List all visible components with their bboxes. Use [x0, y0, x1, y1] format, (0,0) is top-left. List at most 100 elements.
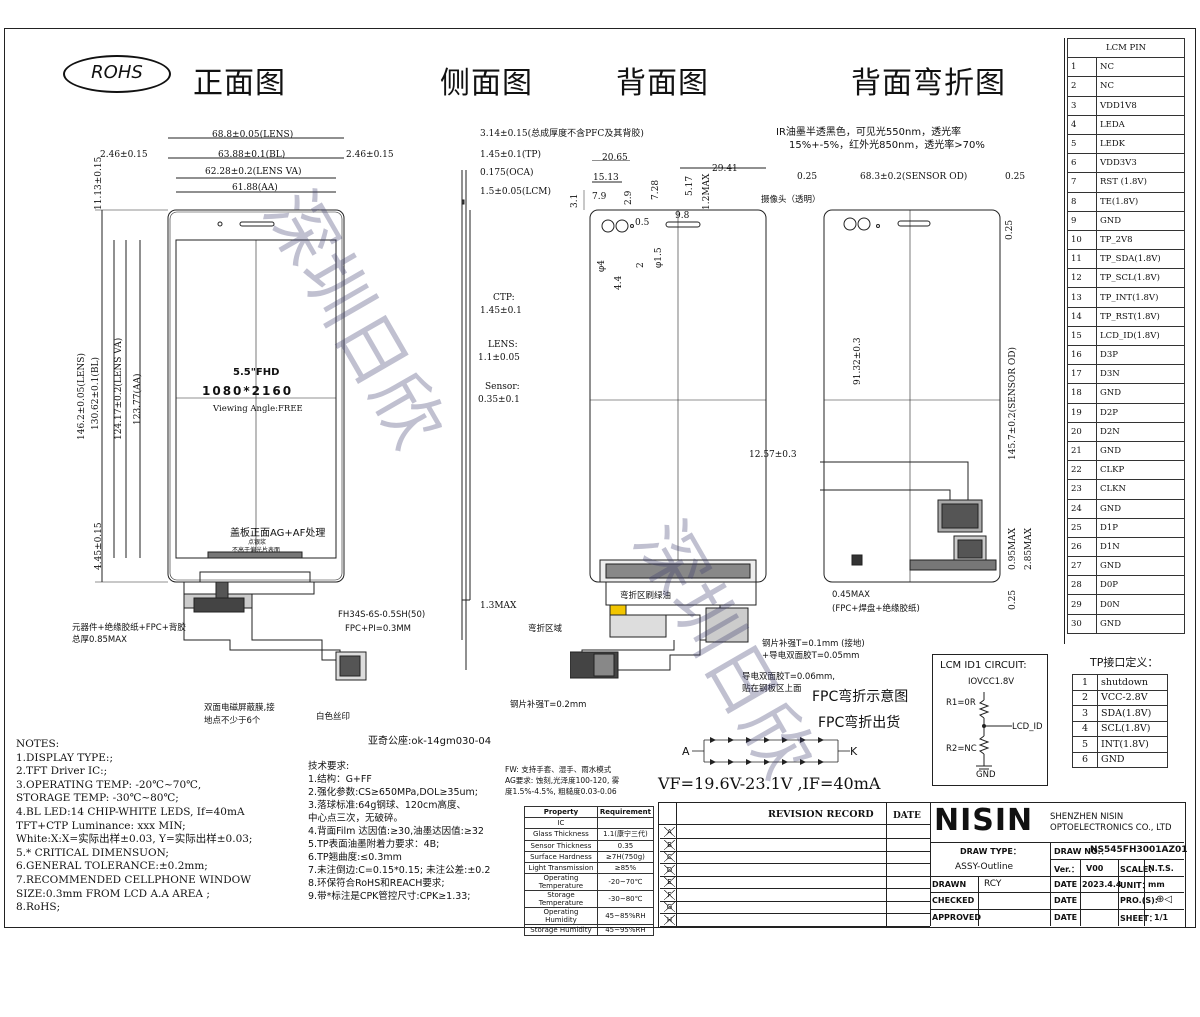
- pin-signal: GND: [1096, 383, 1185, 404]
- pin-signal: D3P: [1096, 344, 1185, 366]
- revision-row: E: [660, 876, 930, 889]
- pin-number: 5: [1067, 133, 1097, 155]
- tech-line: 3.落球标准:64g钢球、120cm高度、: [308, 800, 466, 811]
- display-resolution: 1080*2160: [202, 384, 294, 398]
- dim-back-9: 1.2MAX: [702, 173, 712, 210]
- dim-bend-h1: 91.32±0.3: [853, 337, 863, 385]
- pin-signal: GND: [1096, 440, 1185, 462]
- fw-line: 度1.5%-4.5%, 粗糙度0.03-0.06: [505, 787, 617, 796]
- dim-lens-va-width: 62.28±0.2(LENS VA): [205, 167, 302, 177]
- pin-number: 15: [1067, 325, 1097, 347]
- tech-line: 4.背面Film 达因值:≥30,油墨达因值:≥32: [308, 826, 484, 837]
- pin-signal: D3N: [1096, 364, 1185, 385]
- note-line: 4.BL LED:14 CHIP-WHITE LEDS, If=40mA: [16, 805, 245, 818]
- pin-signal: CLKP: [1096, 460, 1185, 481]
- property-value: ≥85%: [596, 861, 655, 875]
- note-line: 3.OPERATING TEMP: -20℃~70℃,: [16, 778, 202, 791]
- note-line: 7.RECOMMENDED CELLPHONE WINDOW: [16, 873, 252, 886]
- pin-number: 18: [1067, 383, 1097, 404]
- dim-bl-height: 130.62±0.1(BL): [91, 357, 101, 430]
- tp-pin-signal: INT(1.8V): [1097, 736, 1168, 753]
- cover-sub2: 不高于偏光片表面: [232, 547, 281, 554]
- pin-number: 27: [1067, 556, 1097, 577]
- revision-row: D: [660, 864, 930, 877]
- side-view-drawing: [461, 170, 471, 670]
- dim-bl-width: 63.88±0.1(BL): [218, 150, 286, 160]
- pin-signal: NC: [1096, 76, 1185, 97]
- property-name: Operating Temperature: [524, 873, 598, 892]
- circuit-r1: R1=0R: [946, 698, 976, 708]
- tp-pin-number: 6: [1072, 751, 1098, 768]
- tech-line: 7.未注倒边:C=0.15*0.15; 未注公差:±0.2: [308, 865, 491, 876]
- circuit-drawing: [976, 692, 1012, 770]
- title-side: 侧面图: [440, 66, 533, 101]
- note-line: NOTES:: [16, 738, 60, 750]
- pin-number: 2: [1067, 76, 1097, 97]
- dim-bottom: 4.45±0.15: [94, 522, 104, 570]
- lens-label: LENS:: [488, 340, 518, 350]
- pin-number: 3: [1067, 95, 1097, 116]
- camera-label: 摄像头（透明）: [761, 195, 821, 205]
- front-view-drawing: [95, 137, 367, 681]
- revision-letter: F: [664, 889, 675, 900]
- pin-number: 16: [1067, 344, 1097, 366]
- pin-number: 25: [1067, 517, 1097, 538]
- connector-label: FH34S-6S-0.5SH(50): [338, 610, 426, 620]
- note-line: SIZE:0.3mm FROM LCD A.A AREA ;: [16, 887, 210, 900]
- circuit-box: [932, 654, 1048, 786]
- tp-pin-signal: SCL(1.8V): [1097, 720, 1168, 737]
- fpc-pi-label: FPC+PI=0.3MM: [345, 624, 412, 634]
- dim-back-1: 20.65: [602, 153, 628, 163]
- property-name: Light Transmission: [524, 861, 598, 875]
- pin-signal: VDD3V3: [1096, 153, 1185, 174]
- revision-row: A: [660, 826, 930, 839]
- pin-number: 23: [1067, 479, 1097, 500]
- revision-letter: B: [664, 839, 675, 850]
- revision-row: B: [660, 839, 930, 852]
- pin-signal: CLKN: [1096, 479, 1185, 500]
- property-value: 0.35: [596, 839, 655, 852]
- revision-letter: C: [664, 852, 675, 862]
- fpc-bend-label: FPC弯折示意图: [812, 689, 909, 705]
- lcm-pin-title: LCM PIN: [1067, 37, 1185, 59]
- pin-signal: LEDK: [1096, 133, 1185, 155]
- pin-signal: D1N: [1096, 536, 1185, 558]
- property-name: Storage Humidity: [524, 924, 598, 937]
- dim-back-6: 7.28: [651, 179, 661, 200]
- revision-date: DATE: [893, 811, 921, 821]
- dim-back-8: 9.8: [675, 211, 690, 221]
- bend-zone-label: 弯折区域: [528, 624, 563, 634]
- note-line: STORAGE TEMP: -30℃~80℃;: [16, 792, 179, 805]
- property-name: Surface Hardness: [524, 850, 598, 863]
- date-label: DATE: [1054, 880, 1078, 889]
- pin-number: 8: [1067, 191, 1097, 212]
- property-row: Storage Temperature-30~80℃: [524, 890, 655, 909]
- pin-signal: D2N: [1096, 421, 1185, 442]
- dim-fpc-offset: 12.57±0.3: [749, 450, 797, 460]
- circuit-out: LCD_ID: [1012, 722, 1043, 732]
- pin-signal: TP_INT(1.8V): [1096, 287, 1185, 308]
- draw-type-label: DRAW TYPE：: [960, 847, 1021, 856]
- dim-back-11: φ4: [597, 259, 607, 272]
- tech-line: 5.TP表面油墨附着力要求：4B;: [308, 839, 440, 850]
- sheet-value: 1/1: [1154, 913, 1169, 922]
- dim-top: 11.13±0.15: [94, 156, 104, 210]
- property-value: -30~80℃: [596, 890, 655, 909]
- maker-label: 亚奇公座:ok-14gm030-04: [368, 736, 492, 747]
- pin-signal: D0N: [1096, 594, 1185, 615]
